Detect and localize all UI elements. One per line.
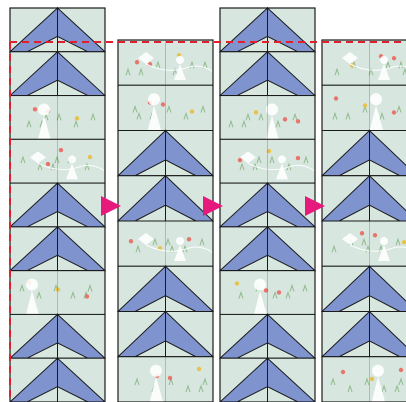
silhouette-head (38, 104, 50, 116)
flower (168, 376, 172, 380)
flower (197, 367, 201, 371)
flower (360, 231, 364, 235)
flower (399, 368, 403, 372)
fabric-square (322, 221, 406, 266)
flying-geese-unit (220, 227, 315, 271)
flying-geese-unit (322, 176, 406, 221)
flower (392, 110, 396, 114)
flying-geese-unit (322, 312, 406, 357)
flower (254, 110, 258, 114)
strips-layer (10, 8, 406, 402)
flying-geese-unit (10, 358, 105, 402)
flower (334, 96, 338, 100)
silhouette-head (26, 279, 38, 291)
flying-geese-unit (118, 176, 213, 221)
flying-geese-unit (220, 52, 315, 96)
flying-geese-unit (118, 266, 213, 311)
flower (46, 162, 50, 166)
flower (277, 290, 281, 294)
flying-geese-unit (220, 183, 315, 227)
flower (75, 116, 79, 120)
flower (190, 109, 194, 113)
silhouette-head (150, 365, 162, 377)
flower (161, 102, 165, 106)
fabric-square (220, 139, 318, 183)
flower (88, 155, 92, 159)
flying-geese-unit (10, 52, 105, 96)
fabric-square (322, 40, 406, 85)
fabric-square (118, 221, 216, 266)
silhouette-head (68, 155, 76, 163)
flying-geese-unit (10, 8, 105, 52)
flower (85, 294, 89, 298)
flower (370, 377, 374, 381)
silhouette-head (372, 365, 384, 377)
quilt-strip-2 (118, 40, 216, 402)
fabric-background (322, 85, 406, 130)
flower (392, 56, 396, 60)
quilt-strip-4 (322, 40, 406, 402)
flower (283, 117, 287, 121)
flower (235, 281, 239, 285)
flying-geese-unit (322, 131, 406, 176)
flower (135, 60, 139, 64)
flower (238, 158, 242, 162)
fabric-square (118, 40, 216, 85)
quilt-strip-3 (220, 8, 318, 402)
silhouette-head (278, 155, 286, 163)
flower (341, 370, 345, 374)
silhouette-head (148, 93, 160, 105)
flower (56, 287, 60, 291)
flower (296, 119, 300, 123)
flying-geese-unit (220, 314, 315, 358)
silhouette-head (380, 56, 388, 64)
silhouette-head (380, 237, 388, 245)
flying-geese-unit (10, 314, 105, 358)
silhouette-head (370, 93, 382, 105)
flying-geese-unit (220, 358, 315, 402)
silhouette-head (176, 56, 184, 64)
flower (296, 156, 300, 160)
flower (187, 237, 191, 241)
fabric-background (322, 221, 406, 266)
flying-geese-unit (220, 8, 315, 52)
flying-geese-unit (10, 183, 105, 227)
flying-geese-unit (118, 131, 213, 176)
flower (33, 107, 37, 111)
fabric-square (118, 357, 213, 402)
fabric-background (322, 357, 406, 402)
flower (402, 240, 406, 244)
flower (129, 239, 133, 243)
fabric-square (322, 357, 406, 402)
fabric-background (322, 40, 406, 85)
flower (373, 233, 377, 237)
flower (59, 148, 63, 152)
flying-geese-unit (322, 266, 406, 311)
quilt-strip-1 (10, 8, 108, 402)
flower (363, 103, 367, 107)
silhouette-head (176, 237, 184, 245)
fabric-square (10, 139, 108, 183)
flying-geese-unit (118, 312, 213, 357)
flying-geese-unit (10, 227, 105, 271)
silhouette-head (254, 279, 266, 291)
